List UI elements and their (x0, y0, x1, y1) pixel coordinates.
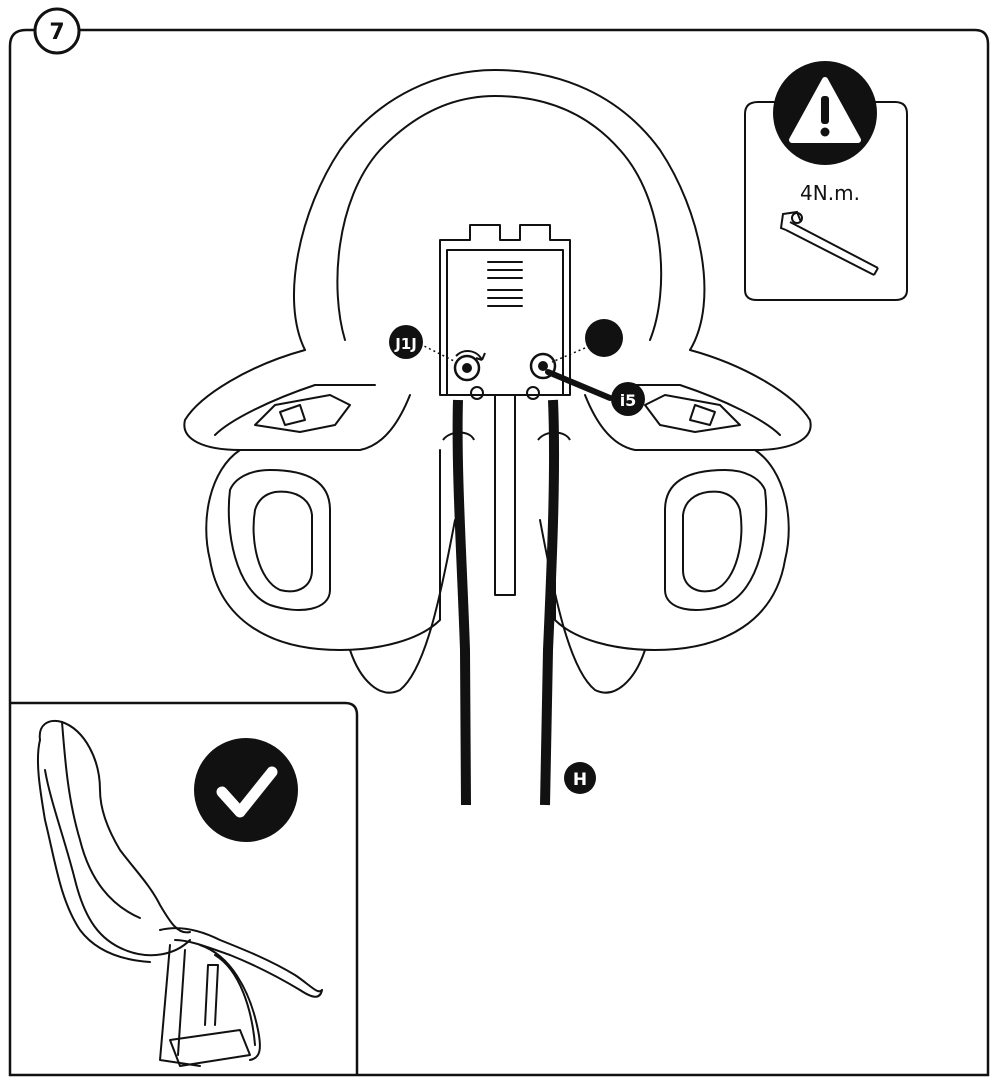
strap-right (537, 399, 571, 806)
seat-right-side (554, 449, 790, 651)
callout-strap: H (564, 762, 596, 794)
callout-right-bolt-label: i5 (620, 391, 637, 410)
hex-bolt (545, 369, 613, 401)
seat-left-pad (227, 469, 331, 611)
warning-triangle-icon (789, 77, 861, 143)
torque-value: 4N.m. (800, 181, 860, 205)
right-buckle (644, 394, 741, 433)
step-frame (8, 28, 990, 1077)
strap-left (442, 399, 475, 806)
callout-right-bolt: i5 (611, 382, 645, 416)
seat-right-wing (584, 349, 812, 451)
callout-strap-label: H (573, 770, 587, 790)
callout-left-screw-label: J1J (394, 335, 417, 353)
inset-box (10, 701, 359, 1075)
seat-left-side (205, 449, 441, 651)
callout-right-screw-dot (585, 319, 623, 357)
checkmark-icon (194, 738, 298, 842)
callout-left-screw: J1J (389, 325, 423, 359)
seat-headrest (293, 69, 706, 351)
seat-headrest-inner (336, 95, 663, 341)
mounting-plate (439, 224, 571, 396)
seat-right-pad (664, 469, 768, 611)
left-buckle (254, 394, 351, 433)
left-screw (453, 350, 486, 382)
step-badge: 7 (33, 7, 81, 55)
warning-box: 4N.m. (744, 61, 908, 301)
hex-key-icon (779, 210, 879, 276)
step-number: 7 (49, 20, 64, 45)
centre-bar (494, 394, 516, 596)
seat-left-wing (183, 349, 411, 451)
seat-side-view (36, 720, 323, 1067)
